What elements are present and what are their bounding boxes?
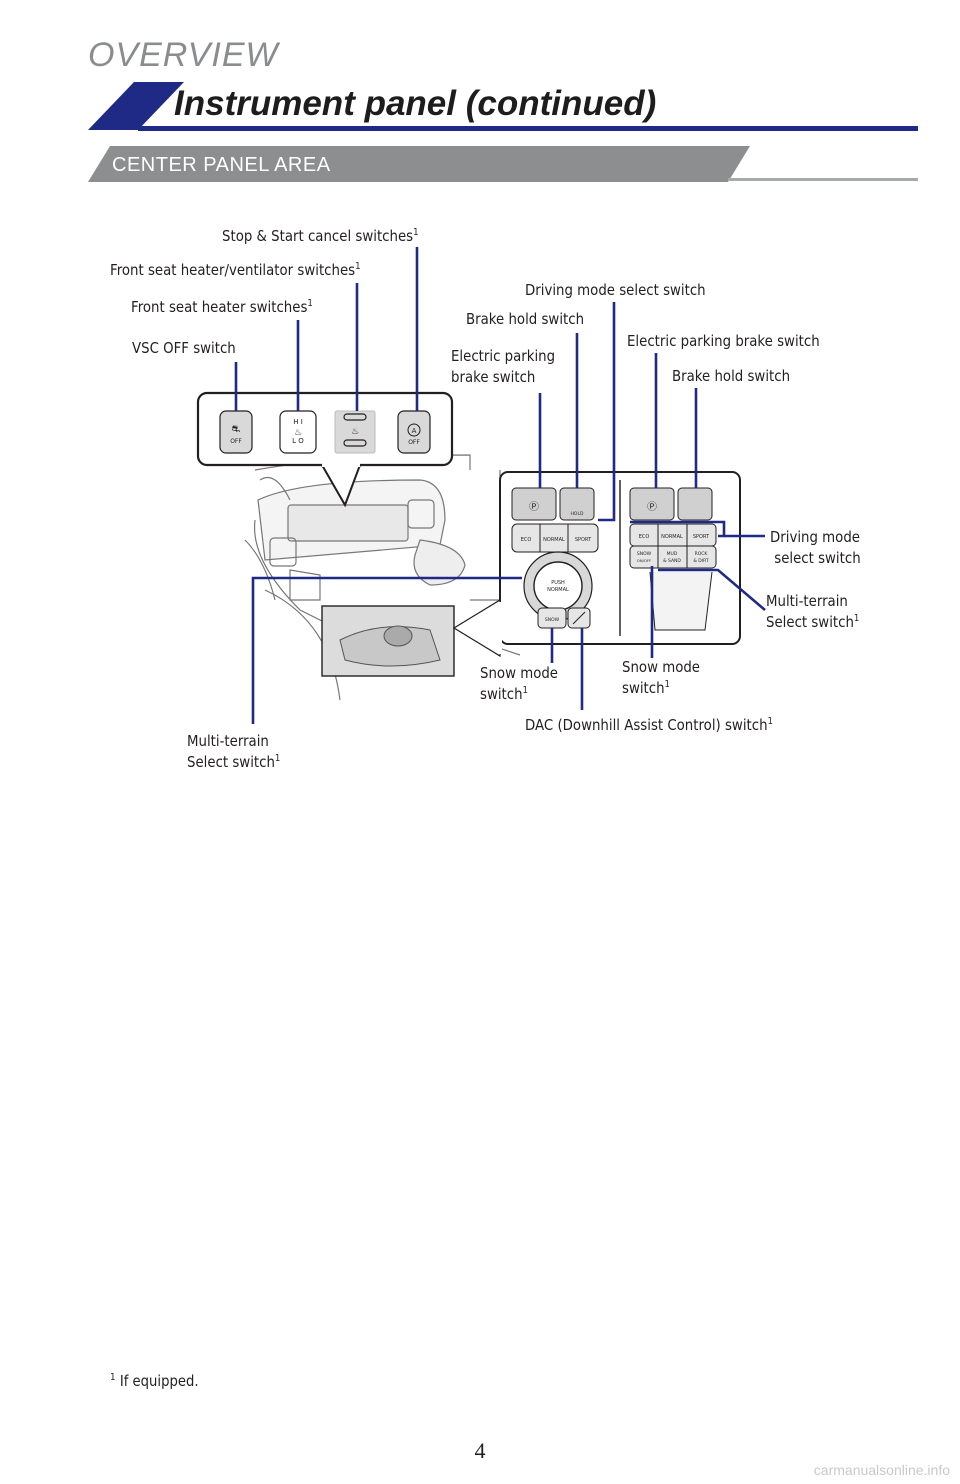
svg-text:SPORT: SPORT <box>575 537 592 543</box>
svg-text:NORMAL: NORMAL <box>661 534 683 540</box>
label-seat-heat-vent: Front seat heater/ventilator switches1 <box>110 260 361 279</box>
stop-start-off-button <box>397 410 431 454</box>
section-band <box>88 146 918 182</box>
center-panel-diagram: ⛐ OFF H I ♨ L O ♨ A OFF Ⓟ HOLD ECO NORMA… <box>196 247 766 724</box>
svg-text:PUSH: PUSH <box>551 580 565 586</box>
label-stop-start: Stop & Start cancel switches1 <box>222 226 419 245</box>
label-vsc-off: VSC OFF switch <box>132 339 236 357</box>
dashboard-sketch <box>244 454 521 701</box>
label-brake-hold-left: Brake hold switch <box>466 310 585 328</box>
svg-text:NORMAL: NORMAL <box>547 587 569 593</box>
svg-text:MUD: MUD <box>667 551 678 557</box>
svg-text:ROCK: ROCK <box>695 551 709 557</box>
svg-text:A: A <box>412 427 417 435</box>
svg-text:ON/OFF: ON/OFF <box>637 558 651 563</box>
footnote: 1 If equipped. <box>110 1372 199 1390</box>
callout-lines <box>234 247 766 724</box>
svg-text:& DIRT: & DIRT <box>693 558 709 564</box>
section-title: CENTER PANEL AREA <box>112 154 331 176</box>
label-brake-hold-right: Brake hold switch <box>672 367 791 385</box>
label-driving-mode-right: Driving mode select switch <box>770 528 861 567</box>
svg-text:♨: ♨ <box>294 428 302 438</box>
svg-text:♨: ♨ <box>351 427 359 437</box>
seat-heater-vent-button <box>334 410 376 454</box>
svg-text:OFF: OFF <box>230 438 242 445</box>
label-driving-mode-top: Driving mode select switch <box>525 281 706 299</box>
svg-text:ECO: ECO <box>521 537 532 543</box>
overview-heading: OVERVIEW <box>88 36 279 74</box>
svg-text:Ⓟ: Ⓟ <box>647 501 657 513</box>
title-band <box>88 82 918 131</box>
watermark: carmanualsonline.info <box>813 1462 950 1478</box>
svg-text:SPORT: SPORT <box>693 534 710 540</box>
svg-text:OFF: OFF <box>408 439 420 446</box>
svg-text:L O: L O <box>292 437 304 445</box>
svg-text:SNOW: SNOW <box>545 617 560 623</box>
svg-text:SNOW: SNOW <box>637 551 652 557</box>
svg-text:H I: H I <box>293 418 303 426</box>
label-seat-heater: Front seat heater switches1 <box>131 297 313 316</box>
svg-text:& SAND: & SAND <box>663 558 681 564</box>
svg-text:⛐: ⛐ <box>232 424 241 435</box>
svg-text:Ⓟ: Ⓟ <box>529 501 539 513</box>
page-title: Instrument panel (continued) <box>174 84 657 123</box>
svg-text:NORMAL: NORMAL <box>543 537 565 543</box>
svg-text:HOLD: HOLD <box>571 511 584 517</box>
label-dac: DAC (Downhill Assist Control) switch1 <box>525 715 774 734</box>
page-number: 4 <box>474 1438 486 1463</box>
label-epb-right: Electric parking brake switch <box>627 332 820 350</box>
svg-text:ECO: ECO <box>639 534 650 540</box>
